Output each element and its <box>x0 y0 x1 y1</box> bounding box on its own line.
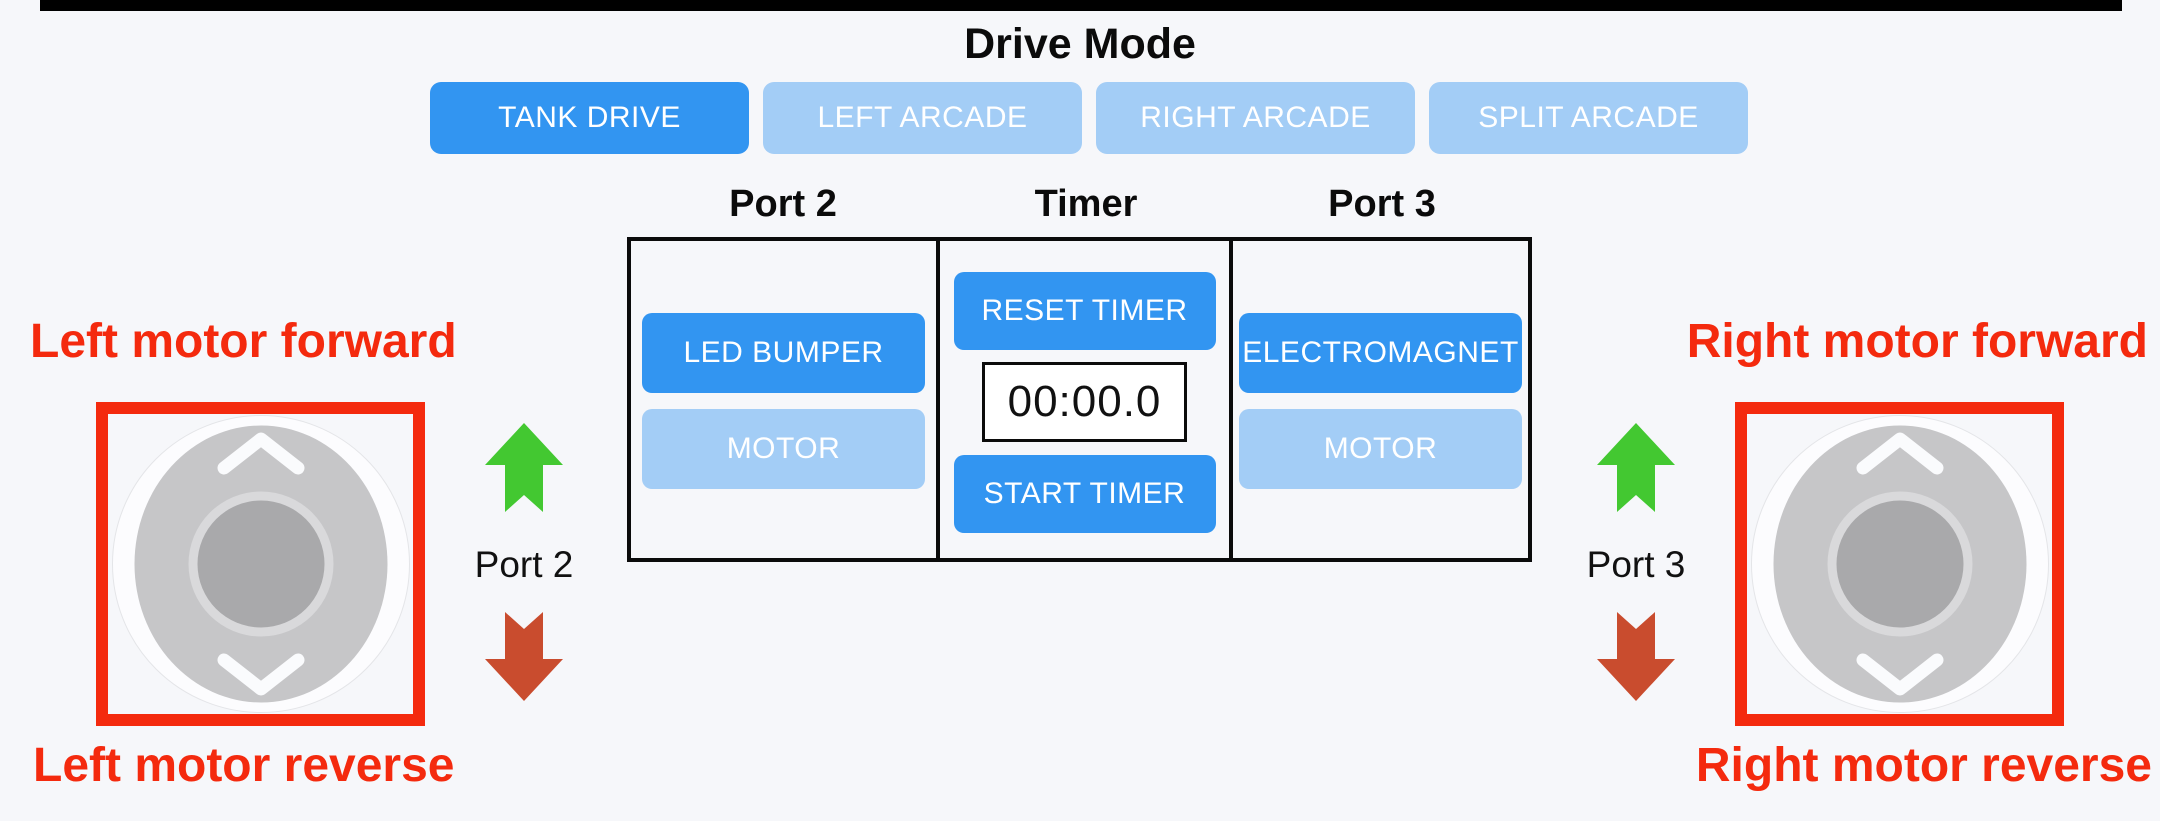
panel-header-timer: Timer <box>1034 183 1138 225</box>
drive-mode-title: Drive Mode <box>964 20 1196 68</box>
electromagnet-button[interactable]: ELECTROMAGNET <box>1239 313 1522 393</box>
left-joystick-knob[interactable] <box>197 500 324 628</box>
chevron-down-icon <box>1856 653 1943 696</box>
port3-motor-button[interactable]: MOTOR <box>1239 409 1522 489</box>
port2-motor-button[interactable]: MOTOR <box>642 409 925 489</box>
left-port-label: Port 2 <box>474 544 574 585</box>
panel-header-port3: Port 3 <box>1328 183 1436 225</box>
chevron-up-icon <box>1856 432 1943 475</box>
drive-mode-button-group: TANK DRIVE LEFT ARCADE RIGHT ARCADE SPLI… <box>430 82 1748 154</box>
right-joystick-highlight-box <box>1735 402 2064 726</box>
left-forward-up-arrow-icon <box>485 423 563 512</box>
chevron-up-icon <box>217 432 304 475</box>
mode-button-tank-drive[interactable]: TANK DRIVE <box>430 82 749 154</box>
timer-display: 00:00.0 <box>982 362 1187 442</box>
left-joystick[interactable] <box>111 415 410 713</box>
timer-column: RESET TIMER 00:00.0 START TIMER <box>936 241 1233 558</box>
reset-timer-button[interactable]: RESET TIMER <box>953 272 1216 350</box>
start-timer-button[interactable]: START TIMER <box>953 455 1216 533</box>
right-reverse-down-arrow-icon <box>1597 612 1675 701</box>
port2-column: LED BUMPER MOTOR <box>631 241 936 558</box>
left-motor-reverse-label: Left motor reverse <box>33 739 455 792</box>
chevron-down-icon <box>217 653 304 696</box>
left-reverse-down-arrow-icon <box>485 612 563 701</box>
right-joystick[interactable] <box>1750 415 2049 713</box>
mode-button-left-arcade[interactable]: LEFT ARCADE <box>763 82 1082 154</box>
right-motor-reverse-label: Right motor reverse <box>1695 739 2152 792</box>
port3-column: ELECTROMAGNET MOTOR <box>1233 241 1528 558</box>
panel-header-port2: Port 2 <box>729 183 837 225</box>
mode-button-right-arcade[interactable]: RIGHT ARCADE <box>1096 82 1415 154</box>
led-bumper-button[interactable]: LED BUMPER <box>642 313 925 393</box>
top-bar <box>40 0 2122 11</box>
right-port-label: Port 3 <box>1586 544 1686 585</box>
right-motor-forward-label: Right motor forward <box>1686 315 2148 368</box>
right-forward-up-arrow-icon <box>1597 423 1675 512</box>
device-control-panel: LED BUMPER MOTOR RESET TIMER 00:00.0 STA… <box>627 237 1532 562</box>
left-motor-forward-label: Left motor forward <box>30 315 457 368</box>
right-joystick-knob[interactable] <box>1836 500 1963 628</box>
mode-button-split-arcade[interactable]: SPLIT ARCADE <box>1429 82 1748 154</box>
left-joystick-highlight-box <box>96 402 425 726</box>
